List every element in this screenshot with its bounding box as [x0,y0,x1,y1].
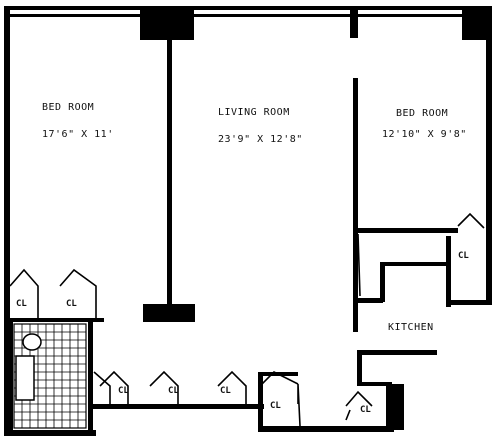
closet-doors [9,212,485,427]
living-room-dimensions: 23'9" X 12'8" [218,134,303,145]
kitchen-name: KITCHEN [388,322,434,333]
living-room-name: LIVING ROOM [218,107,290,118]
tub [15,355,35,401]
bedroom-left-dimensions: 17'6" X 11' [42,129,114,140]
closet-label: CL [220,386,231,396]
closet-label: CL [270,401,281,411]
interior-walls [8,38,492,432]
closet-label: CL [16,299,27,309]
bedroom-right-dimensions: 12'10" X 9'8" [382,129,467,140]
toilet [22,333,42,351]
bedroom-left-name: BED ROOM [42,102,94,113]
closet-label: CL [360,405,371,415]
closet-label: CL [118,386,129,396]
closet-label: CL [66,299,77,309]
bathroom-tile-grid [13,323,87,429]
closet-label: CL [168,386,179,396]
bedroom-right-name: BED ROOM [396,108,448,119]
exterior-walls [4,6,492,436]
closet-label: CL [458,251,469,261]
